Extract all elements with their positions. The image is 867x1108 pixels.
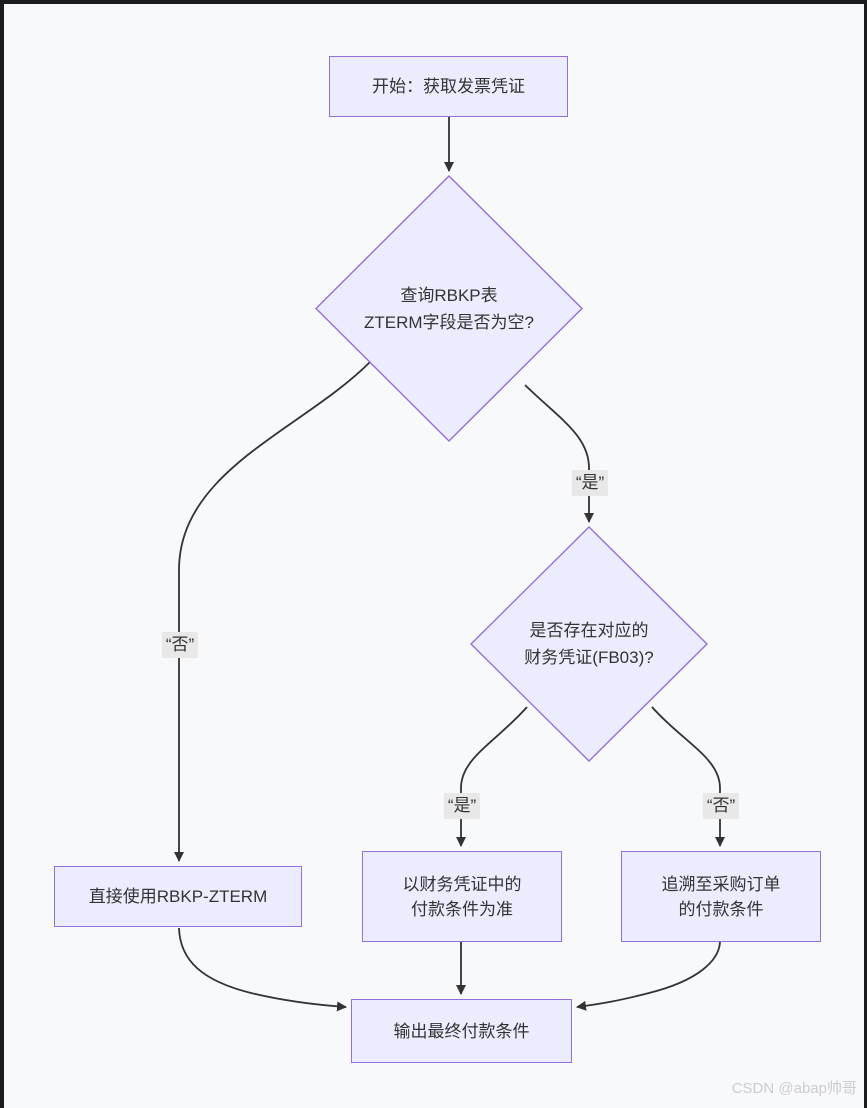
trace-po-node: 追溯至采购订单 的付款条件 bbox=[621, 851, 821, 942]
trace-po-line2: 的付款条件 bbox=[678, 899, 764, 919]
edge-trace-po-to-output bbox=[576, 941, 721, 1011]
edge-use-rbkp-to-output bbox=[178, 927, 347, 1012]
edge-label-fi-no: “否” bbox=[702, 793, 740, 819]
decision-zterm-diamond bbox=[315, 175, 583, 442]
use-fi-terms-line2: 付款条件为准 bbox=[411, 899, 513, 919]
use-fi-terms-line1: 以财务凭证中的 bbox=[402, 874, 522, 894]
edge-label-zterm-yes: “是” bbox=[571, 470, 609, 496]
decision-zterm-line1: 查询RBKP表 bbox=[400, 285, 498, 305]
decision-zterm-line2: ZTERM字段是否为空? bbox=[364, 312, 534, 332]
output-node: 输出最终付款条件 bbox=[351, 999, 572, 1063]
edge-label-fi-yes: “是” bbox=[443, 793, 481, 819]
start-node: 开始：获取发票凭证 bbox=[329, 56, 568, 117]
decision-fi-doc-diamond bbox=[470, 526, 708, 762]
edge-decision-zterm-no-to-use-rbkp bbox=[174, 360, 372, 862]
use-rbkp-node: 直接使用RBKP-ZTERM bbox=[54, 866, 302, 927]
edge-decision-fi-yes-to-use-fi-terms bbox=[456, 706, 528, 847]
edge-decision-fi-no-to-trace-po bbox=[651, 706, 725, 847]
edge-decision-zterm-yes-to-decision-fi bbox=[524, 384, 594, 523]
decision-zterm-text: 查询RBKP表 ZTERM字段是否为空? bbox=[316, 176, 582, 441]
decision-fi-doc-text: 是否存在对应的 财务凭证(FB03)? bbox=[471, 527, 707, 761]
decision-fi-doc-line1: 是否存在对应的 bbox=[529, 621, 649, 640]
flowchart-edges-layer bbox=[174, 117, 725, 1012]
trace-po-line1: 追溯至采购订单 bbox=[661, 874, 781, 894]
use-rbkp-node-label: 直接使用RBKP-ZTERM bbox=[88, 887, 268, 906]
use-fi-terms-node: 以财务凭证中的 付款条件为准 bbox=[362, 851, 562, 942]
edge-label-zterm-no: “否” bbox=[161, 632, 199, 658]
start-node-label: 开始：获取发票凭证 bbox=[372, 77, 525, 96]
decision-fi-doc-line2: 财务凭证(FB03)? bbox=[524, 648, 654, 667]
output-node-label: 输出最终付款条件 bbox=[393, 1021, 530, 1041]
csdn-watermark: CSDN @abap帅哥 bbox=[731, 1080, 857, 1097]
